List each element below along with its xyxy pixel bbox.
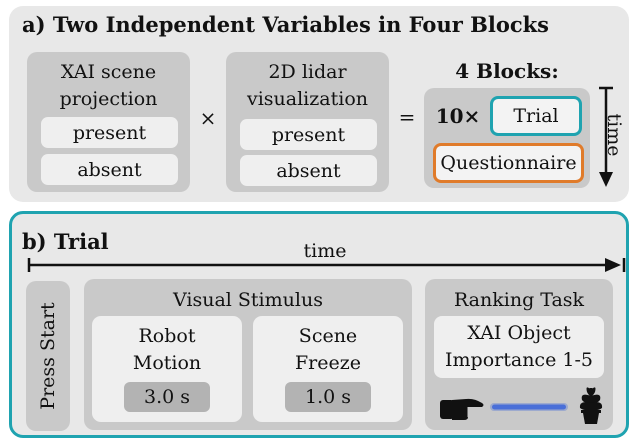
panel-a-time-label: time: [603, 113, 625, 157]
repeat-count: 10×: [435, 104, 481, 128]
xai-object-importance-box: [434, 316, 604, 378]
press-start-label: Press Start: [37, 302, 59, 410]
lidar-option-present: present: [240, 119, 377, 150]
horizontal-time-arrow-icon: [27, 258, 626, 272]
lidar-option-absent: absent: [240, 155, 377, 186]
questionnaire-box: Questionnaire: [433, 143, 584, 183]
panel-b-time-label: time: [303, 240, 347, 262]
panel-a-title: a) Two Independent Variables in Four Blo…: [22, 12, 549, 37]
xai-object-importance-label: XAI Object Importance 1-5: [445, 322, 593, 371]
time-arrow-icon: [599, 86, 613, 187]
equals-operator: =: [398, 105, 416, 129]
blocks-title: 4 Blocks:: [455, 59, 559, 83]
lidar-label: 2D lidar visualization: [246, 61, 368, 110]
xai-scene-label: XAI scene projection: [59, 61, 158, 110]
xai-option-present: present: [41, 117, 178, 148]
visual-stimulus-label: Visual Stimulus: [173, 289, 323, 311]
potted-plant-icon: [579, 387, 603, 424]
times-operator: ×: [199, 106, 217, 130]
scene-freeze-label: Scene Freeze: [294, 325, 361, 374]
ranking-task-label: Ranking Task: [453, 289, 585, 311]
scene-freeze-duration: 1.0 s: [285, 382, 371, 412]
panel-b-title: b) Trial: [22, 229, 109, 254]
press-start-box: [26, 281, 70, 431]
robot-motion-duration: 3.0 s: [124, 382, 210, 412]
pointing-hand-icon: [440, 398, 484, 420]
trial-box: Trial: [490, 96, 582, 136]
robot-motion-label: Robot Motion: [132, 325, 202, 374]
xai-option-absent: absent: [41, 154, 178, 185]
slider-icon: [490, 403, 568, 411]
